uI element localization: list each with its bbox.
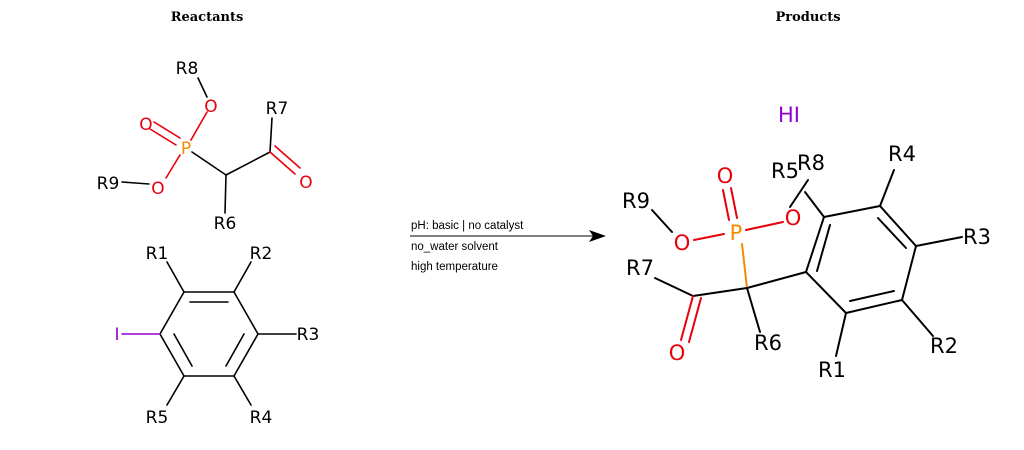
- product-bond-c-carbonyl: [692, 287, 748, 297]
- bond-r1: [166, 261, 185, 293]
- bond-p-o-double-b: [149, 128, 177, 146]
- bond-c-o-double-a: [269, 151, 296, 175]
- label-iodine: I: [114, 325, 119, 345]
- bond-p-c: [191, 151, 227, 176]
- bond-r2: [233, 261, 252, 293]
- bond-c-r6: [224, 174, 227, 214]
- reactants-header: Reactants: [171, 10, 244, 25]
- bond-r9-o: [121, 181, 150, 185]
- product-bond-c-p: [741, 243, 748, 289]
- product-label-oxygen-right: O: [785, 206, 802, 230]
- product-bond-carbonyl-r7: [654, 277, 694, 297]
- bond-r8-o: [197, 77, 208, 98]
- bond-r4: [233, 375, 252, 406]
- product-bond-carbonyl-o-a: [680, 295, 694, 341]
- label-phosphorus: P: [181, 139, 191, 159]
- product-bond-r1: [835, 312, 847, 357]
- products-header: Products: [775, 10, 840, 25]
- label-oxygen-lower: O: [151, 179, 164, 199]
- product-label-r2: R2: [930, 334, 958, 358]
- condition-temperature: high temperature: [411, 261, 498, 273]
- product-bond-ring-o: [804, 191, 825, 218]
- product-benzene-ring: [804, 204, 918, 315]
- product-ring-inner-a: [877, 217, 907, 249]
- product-label-phosphorus: P: [730, 221, 743, 245]
- product-hydrogen-iodide: HI: [778, 103, 800, 127]
- product-bond-r3: [915, 236, 963, 247]
- product-label-r7: R7: [626, 256, 654, 280]
- label-r7: R7: [266, 99, 289, 119]
- product-ring-inner-c: [816, 224, 831, 272]
- condition-solvent: no_water solvent: [411, 241, 499, 253]
- label-r8: R8: [176, 59, 199, 79]
- product-bond-p-o-double-a: [722, 189, 730, 221]
- label-oxygen-upper: O: [204, 97, 217, 117]
- product-bond-carbonyl-o-b: [688, 297, 702, 343]
- product-bond-p-o-double-b: [730, 187, 738, 219]
- product-bond-ring-c: [746, 271, 807, 289]
- reactant-phosphonate: R8 O R7 O P O R9 O R6: [97, 59, 313, 234]
- product-bond-r2: [901, 299, 934, 337]
- product-label-r9: R9: [622, 189, 650, 213]
- label-r3: R3: [297, 325, 320, 345]
- product-label-r8: R8: [797, 151, 825, 175]
- product-label-r6: R6: [754, 331, 782, 355]
- product-label-oxygen-carbonyl: O: [669, 341, 686, 365]
- bond-c-c: [225, 151, 271, 176]
- bond-r5: [166, 375, 185, 406]
- label-oxygen-double: O: [139, 115, 152, 135]
- product-bond-p-o-right: [745, 221, 784, 231]
- bond-p-o-double-a: [153, 121, 181, 139]
- ring-inner-bond-left: [173, 333, 193, 367]
- label-r9: R9: [97, 174, 120, 194]
- product-bond-c-r6: [746, 287, 761, 333]
- reactant-aryl-iodide: R1 R2 R3 R4 R5 I: [114, 244, 319, 428]
- product-bond-o-r9: [651, 209, 673, 233]
- product-label-r3: R3: [963, 225, 991, 249]
- arrow-head: [589, 230, 606, 242]
- product-bond-o-r8: [789, 179, 809, 208]
- label-r5: R5: [146, 408, 169, 428]
- product-label-r4: R4: [888, 142, 916, 166]
- product-label-oxygen-double: O: [717, 164, 734, 188]
- product-label-r5: R5: [771, 159, 799, 183]
- bond-c-o-double-b: [274, 145, 301, 169]
- label-r2: R2: [250, 244, 273, 264]
- label-oxygen-carbonyl: O: [299, 173, 312, 193]
- condition-ph: pH: basic | no catalyst: [411, 220, 524, 232]
- product-ring-inner-b: [849, 290, 895, 302]
- product-arylphosphonate: R9 O R5 R8 R4 O P O R3 R7 R6 R2 O R1: [622, 142, 991, 382]
- reaction-arrow-group: pH: basic | no catalyst no_water solvent…: [410, 220, 606, 273]
- bond-c-r7: [269, 117, 273, 153]
- product-bond-r4: [879, 169, 895, 207]
- product-label-r1: R1: [818, 358, 846, 382]
- product-label-oxygen-left: O: [674, 231, 691, 255]
- ring-inner-bond-right: [225, 333, 245, 367]
- bond-o-p-upper: [190, 111, 208, 141]
- product-bond-p-o-left: [693, 233, 725, 241]
- label-r4: R4: [250, 408, 273, 428]
- label-r1: R1: [146, 244, 169, 264]
- label-r6: R6: [214, 214, 237, 234]
- bond-p-o-lower: [165, 154, 181, 179]
